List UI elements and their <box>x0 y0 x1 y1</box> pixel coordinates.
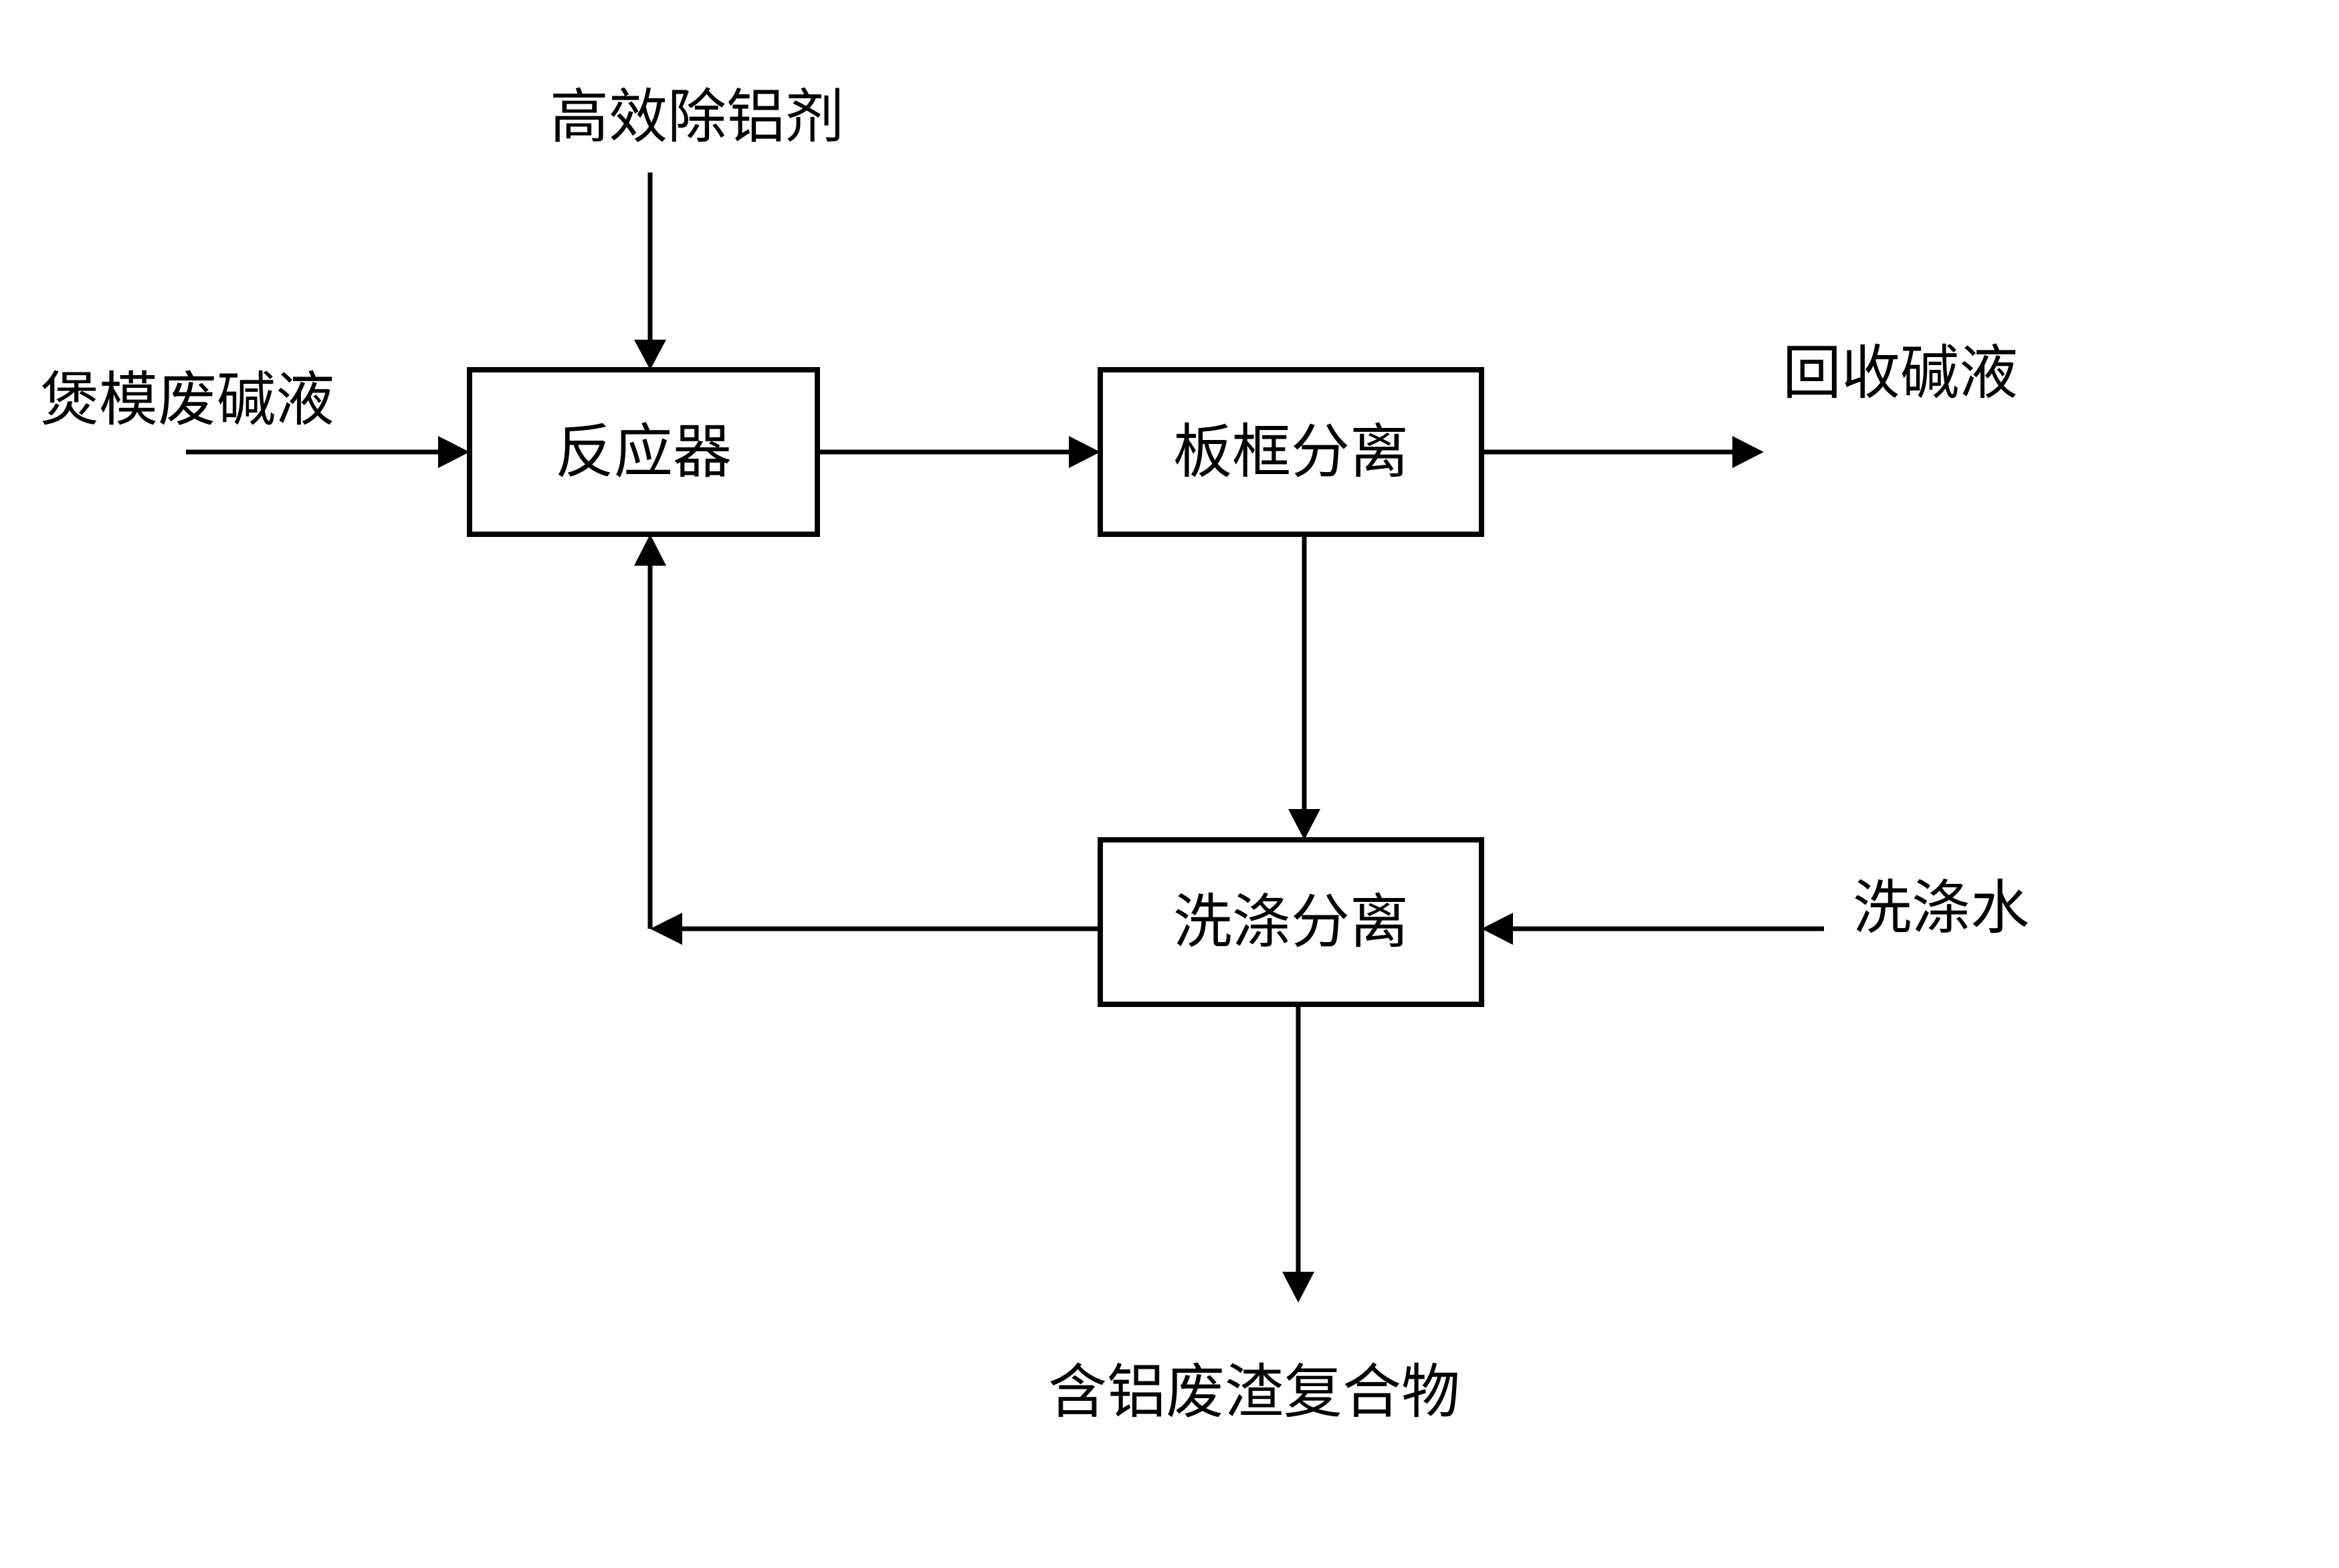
washing-separation-node: 洗涤分离 <box>1098 837 1484 1007</box>
arrow-waste-alkali-to-reactor <box>186 436 470 468</box>
arrow-plate-frame-to-recovered-alkali <box>1482 436 1764 468</box>
arrow-agent-to-reactor <box>634 173 666 370</box>
arrow-reactor-to-plate-frame <box>817 436 1100 468</box>
aluminum-residue-composite-label: 含铝废渣复合物 <box>1048 1357 1460 1426</box>
plate-frame-separation-box <box>1098 367 1484 537</box>
plate-frame-separation-node: 板框分离 <box>1098 367 1484 537</box>
waste-alkali-label: 煲模废碱液 <box>40 365 334 434</box>
arrow-washing-recycle-to-reactor <box>634 534 1100 945</box>
arrow-washing-to-residue <box>1282 1004 1314 1303</box>
reactor-node: 反应器 <box>467 367 820 537</box>
arrow-plate-frame-to-washing <box>1288 534 1320 840</box>
aluminum-removal-agent-label: 高效除铝剂 <box>550 82 844 151</box>
washing-separation-label: 洗涤分离 <box>1173 887 1409 956</box>
plate-frame-separation-label: 板框分离 <box>1173 417 1409 486</box>
arrow-washing-water-to-washing <box>1482 913 1824 945</box>
reactor-label: 反应器 <box>555 417 732 486</box>
washing-separation-box <box>1098 837 1484 1007</box>
washing-water-label: 洗涤水 <box>1853 873 2029 942</box>
recovered-alkali-label: 回收碱液 <box>1783 338 2018 407</box>
